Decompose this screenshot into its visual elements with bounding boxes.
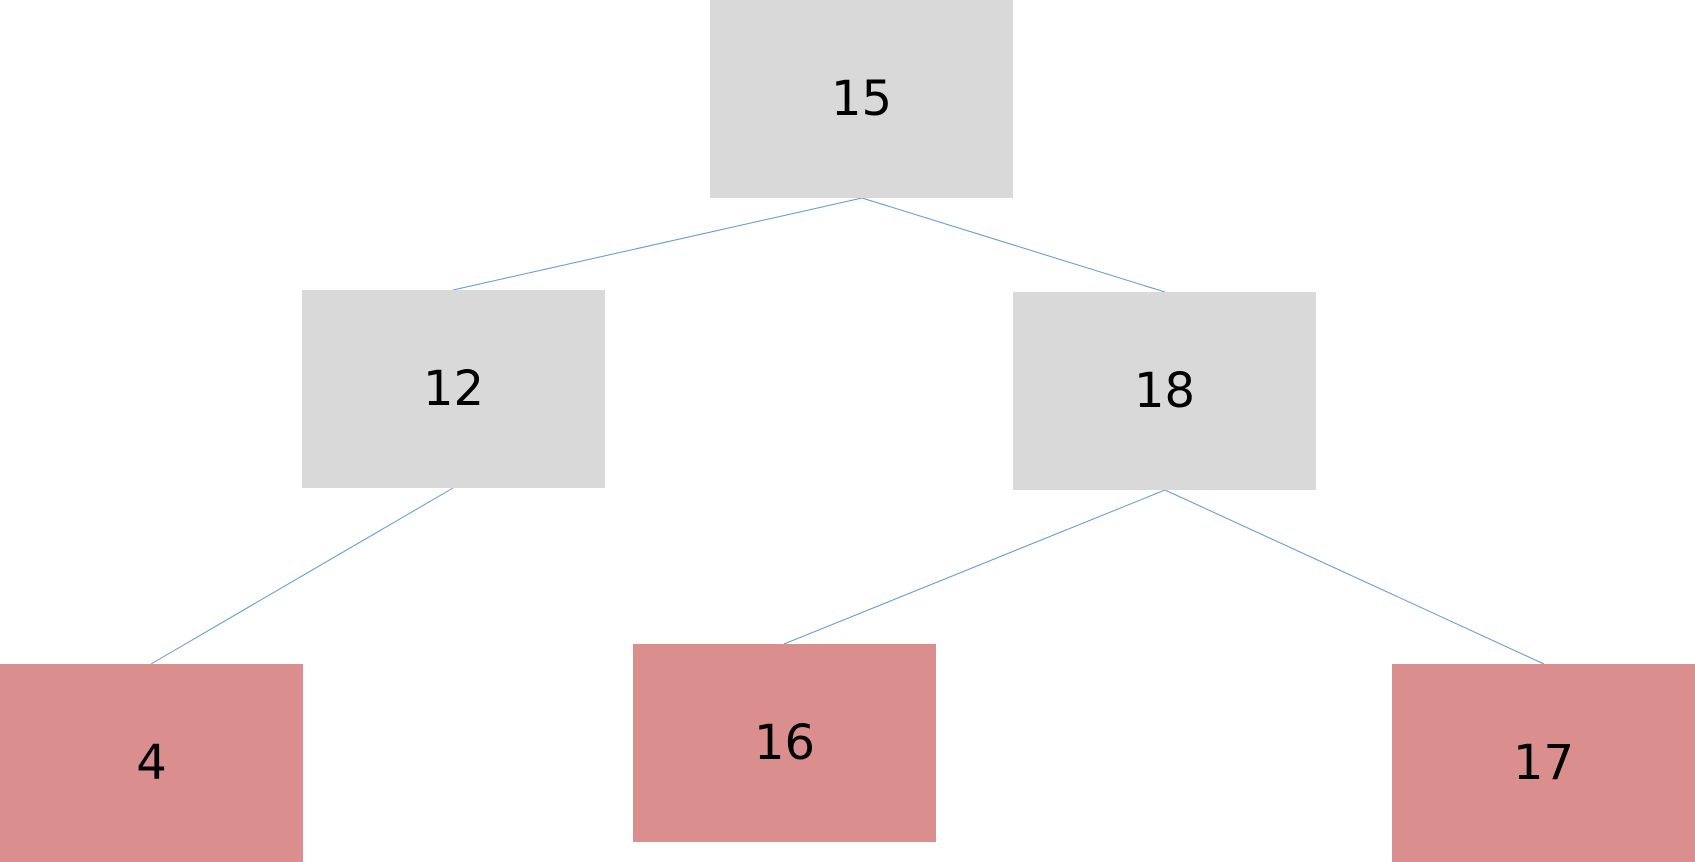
edge-15-18 bbox=[861, 197, 1166, 293]
node-label: 18 bbox=[1133, 363, 1196, 419]
edge-15-12 bbox=[452, 197, 863, 291]
node-15: 15 bbox=[710, 0, 1013, 198]
node-18: 18 bbox=[1013, 292, 1316, 490]
node-16: 16 bbox=[633, 644, 936, 842]
node-12: 12 bbox=[302, 290, 605, 488]
node-17: 17 bbox=[1392, 664, 1695, 862]
node-label: 4 bbox=[136, 735, 167, 791]
node-label: 16 bbox=[753, 715, 816, 771]
node-4: 4 bbox=[0, 664, 303, 862]
edge-18-16 bbox=[783, 489, 1166, 645]
edge-12-4 bbox=[150, 487, 454, 665]
node-label: 12 bbox=[422, 361, 485, 417]
node-label: 17 bbox=[1512, 735, 1575, 791]
node-label: 15 bbox=[830, 71, 893, 127]
edge-18-17 bbox=[1164, 489, 1545, 665]
